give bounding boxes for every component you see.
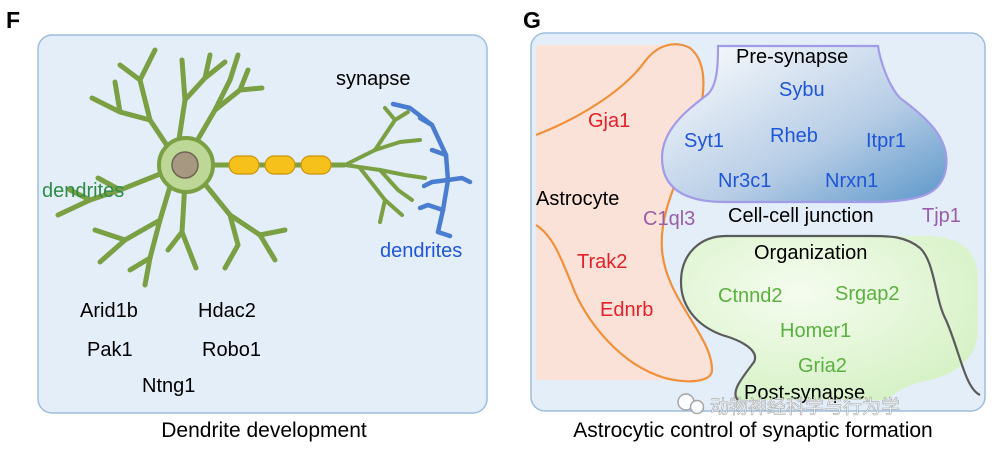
neuron-illustration [55,47,473,288]
astrocyte-label: Astrocyte [536,188,619,210]
astrocyte-shape [536,45,712,381]
gene-gja1: Gja1 [588,110,630,132]
panel-f-caption: Dendrite development [161,419,367,442]
pre-synapse-shape [660,44,948,204]
astrocyte-outline [535,43,714,383]
watermark: 动物神经科学与行为学 [677,393,900,418]
gene-homer1: Homer1 [780,320,851,342]
gene-ednrb: Ednrb [600,299,653,321]
gene-nr3c1: Nr3c1 [718,170,771,192]
gene-gria2: Gria2 [798,355,847,377]
post-synapse-outline [679,234,981,401]
neuron-nucleus [171,151,199,179]
myelin-segment-3 [300,155,332,175]
gene-rheb: Rheb [770,125,818,147]
dendrites-label-left: dendrites [42,180,124,202]
panel-g-caption: Astrocytic control of synaptic formation [573,419,932,442]
gene-c1ql3: C1ql3 [643,208,695,230]
gene-arid1b: Arid1b [80,300,138,322]
gene-hdac2: Hdac2 [198,300,256,322]
receiving-dendrites [390,101,473,239]
organization-label: Organization [754,242,867,264]
junction-title: Cell-cell junction [728,205,874,227]
watermark-text: 动物神经科学与行为学 [710,396,900,418]
panel-g-letter: G [523,7,541,33]
gene-sybu: Sybu [779,79,825,101]
dendrites-label-right: dendrites [380,240,462,262]
gene-nrxn1: Nrxn1 [825,170,878,192]
gene-robo1: Robo1 [202,339,261,361]
gene-itpr1: Itpr1 [866,130,906,152]
gene-trak2: Trak2 [577,251,627,273]
synapse-label: synapse [336,68,411,90]
wechat-icon-small-bubble [689,399,705,415]
panel-f-box [37,34,488,414]
gene-syt1: Syt1 [684,130,724,152]
myelin-segment-1 [228,155,260,175]
gene-tjp1: Tjp1 [922,205,961,227]
neuron-dendrites [55,47,288,288]
panel-f-letter: F [6,7,20,33]
gene-pak1: Pak1 [87,339,133,361]
myelin-segment-2 [264,155,296,175]
post-synapse-title: Post-synapse [744,382,865,404]
axon-terminals [343,106,427,224]
gene-ntng1: Ntng1 [142,375,195,397]
pre-synapse-title: Pre-synapse [736,46,848,68]
gene-srgap2: Srgap2 [835,283,900,305]
gene-ctnnd2: Ctnnd2 [718,285,783,307]
